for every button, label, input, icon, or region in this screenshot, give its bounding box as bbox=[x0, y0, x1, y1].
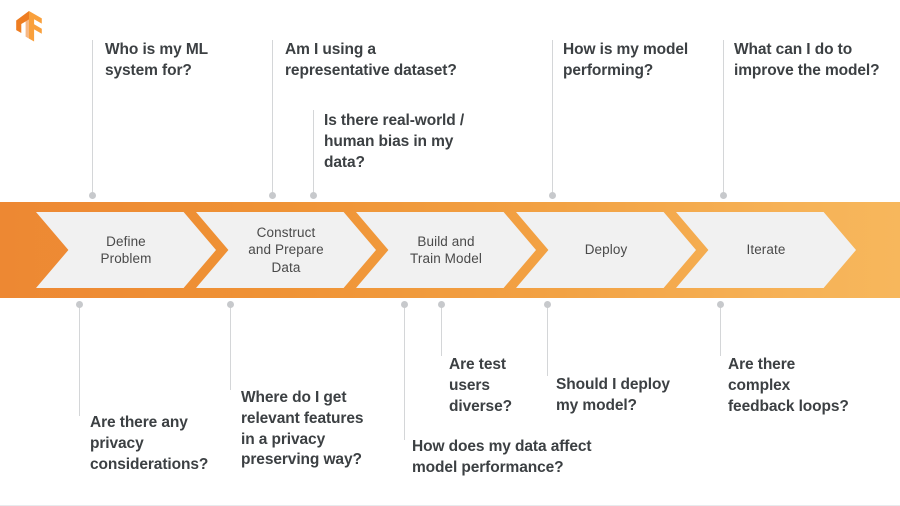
connector-dot bbox=[269, 192, 276, 199]
question-above-1: Who is my ML system for? bbox=[105, 41, 208, 79]
connector-dot bbox=[717, 301, 724, 308]
question-above-4: How is my model performing? bbox=[563, 41, 689, 79]
pipeline-step-iterate[interactable]: Iterate bbox=[676, 212, 856, 288]
connector-dot bbox=[89, 192, 96, 199]
connector-line-below-3 bbox=[438, 301, 445, 356]
connector-dot bbox=[310, 192, 317, 199]
question-above-3: Is there real-world / human bias in my d… bbox=[324, 112, 465, 171]
pipeline-step-label: Deploy bbox=[584, 242, 628, 258]
connector-dot bbox=[438, 301, 445, 308]
pipeline-step-label: Construct and Prepare Data bbox=[248, 225, 324, 275]
connector-line-below-6 bbox=[717, 301, 724, 356]
question-above-5: What can I do to improve the model? bbox=[734, 41, 880, 79]
question-above-2: Am I using a representative dataset? bbox=[285, 41, 457, 79]
question-below-5: Should I deploy my model? bbox=[556, 376, 670, 414]
connector-line-above-5 bbox=[720, 40, 727, 199]
tensorflow-logo bbox=[12, 10, 46, 46]
pipeline-step-define-problem[interactable]: Define Problem bbox=[36, 212, 216, 288]
connector-line-above-2 bbox=[269, 40, 276, 199]
pipeline-step-deploy[interactable]: Deploy bbox=[516, 212, 696, 288]
connector-dot bbox=[720, 192, 727, 199]
connector-line-below-2 bbox=[227, 301, 234, 390]
connector-line-above-4 bbox=[549, 40, 556, 199]
connector-line-below-5 bbox=[544, 301, 551, 376]
pipeline-step-build-and-train-model[interactable]: Build and Train Model bbox=[356, 212, 536, 288]
pipeline-steps: Define Problem Construct and Prepare Dat… bbox=[0, 202, 900, 298]
question-below-1: Are there any privacy considerations? bbox=[90, 414, 209, 473]
question-below-6: Are there complex feedback loops? bbox=[728, 356, 849, 415]
connector-line-above-3 bbox=[310, 110, 317, 199]
pipeline-step-label: Define Problem bbox=[100, 233, 152, 266]
connector-line-below-4 bbox=[401, 301, 408, 440]
question-below-4: How does my data affect model performanc… bbox=[412, 438, 592, 476]
pipeline-step-construct-and-prepare-data[interactable]: Construct and Prepare Data bbox=[196, 212, 376, 288]
question-below-3: Are test users diverse? bbox=[449, 356, 512, 415]
pipeline-band: Define Problem Construct and Prepare Dat… bbox=[0, 202, 900, 298]
pipeline-step-label: Build and Train Model bbox=[410, 233, 482, 266]
connector-dot bbox=[549, 192, 556, 199]
connector-dot bbox=[227, 301, 234, 308]
pipeline-step-label: Iterate bbox=[746, 242, 786, 258]
connector-dot bbox=[76, 301, 83, 308]
connector-line-below-1 bbox=[76, 301, 83, 416]
question-below-2: Where do I get relevant features in a pr… bbox=[241, 389, 364, 469]
connector-dot bbox=[544, 301, 551, 308]
connector-dot bbox=[401, 301, 408, 308]
connector-line-above-1 bbox=[89, 40, 96, 199]
